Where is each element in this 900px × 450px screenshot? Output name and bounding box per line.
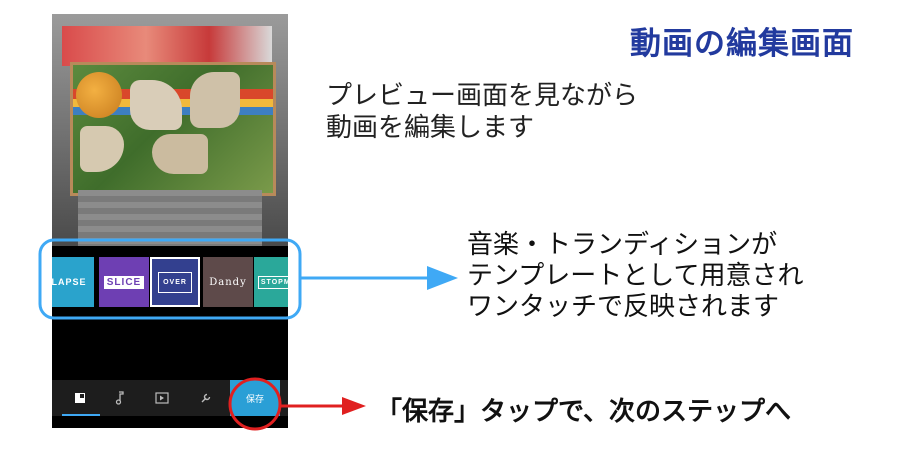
template-arrow-head (427, 266, 458, 290)
edit-toolbar: 保存 (52, 380, 288, 416)
video-preview[interactable] (52, 14, 288, 246)
clip-tab[interactable] (142, 380, 182, 416)
template-tab[interactable] (60, 380, 100, 416)
preview-building (78, 190, 262, 246)
music-tab[interactable] (100, 380, 140, 416)
preview-sun (76, 72, 122, 118)
phone-screen: LAPSE SLICE OVER Dandy STOPMO (52, 14, 288, 428)
template-lapse[interactable]: LAPSE (52, 257, 94, 307)
template-slice[interactable]: SLICE (99, 257, 149, 307)
save-arrow-head (342, 397, 366, 415)
template-stopmo[interactable]: STOPMO (254, 257, 288, 307)
video-clip-icon (155, 392, 169, 404)
save-button[interactable]: 保存 (230, 380, 280, 416)
active-tab-indicator (62, 414, 100, 416)
preview-note: プレビュー画面を見ながら 動画を編集します (326, 81, 639, 143)
music-note-icon (115, 391, 124, 405)
page-title: 動画の編集画面 (630, 26, 854, 62)
save-note: 「保存」タップで、次のステップへ (376, 397, 791, 427)
template-icon (75, 393, 85, 403)
template-over[interactable]: OVER (150, 257, 200, 307)
preview-banner (62, 26, 272, 66)
tools-tab[interactable] (186, 380, 226, 416)
template-note: 音楽・トランディションが テンプレートとして用意され ワンタッチで反映されます (467, 230, 804, 322)
template-dandy[interactable]: Dandy (203, 257, 253, 307)
wrench-icon (201, 393, 211, 403)
template-strip[interactable]: LAPSE SLICE OVER Dandy STOPMO (52, 246, 288, 326)
